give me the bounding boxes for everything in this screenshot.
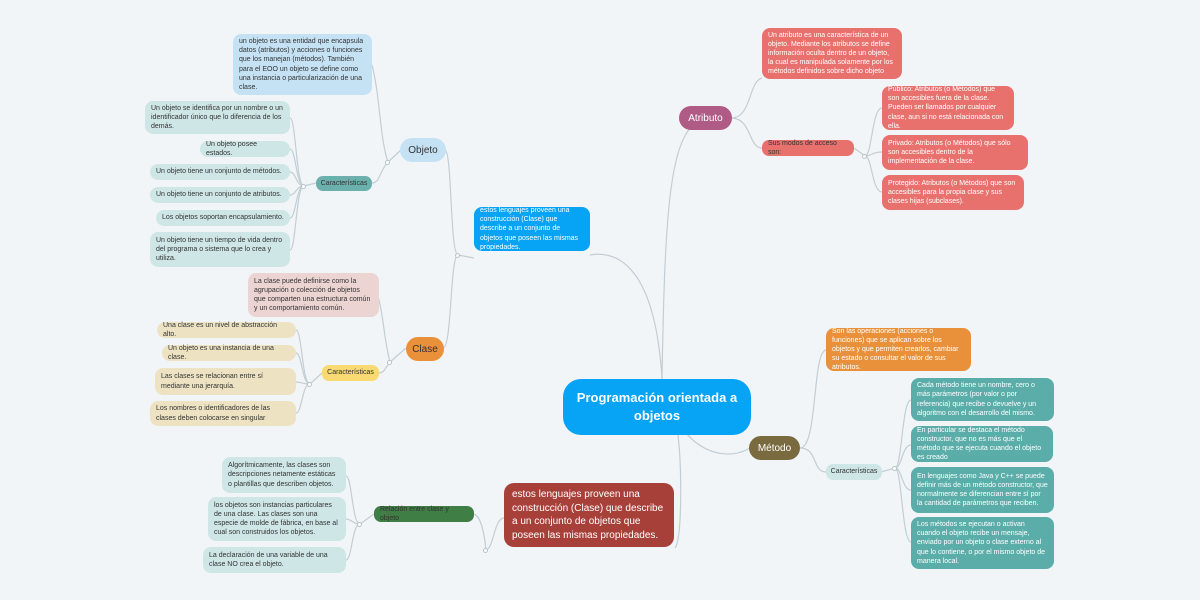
- relacion-item[interactable]: los objetos son instancias particulares …: [208, 497, 346, 541]
- atributo-modos-label[interactable]: Sus modos de acceso son:: [762, 140, 854, 156]
- topic-objeto[interactable]: Objeto: [400, 138, 446, 162]
- topic-metodo[interactable]: Método: [749, 436, 800, 460]
- clase-caract-item[interactable]: Una clase es un nivel de abstracción alt…: [157, 322, 296, 338]
- objeto-caract-item[interactable]: Los objetos soportan encapsulamiento.: [156, 210, 290, 226]
- metodo-caract-item[interactable]: Los métodos se ejecutan o activan cuando…: [911, 517, 1054, 569]
- relacion-item[interactable]: La declaración de una variable de una cl…: [203, 547, 346, 573]
- objeto-definition[interactable]: un objeto es una entidad que encapsula d…: [233, 34, 372, 95]
- clase-caract-item[interactable]: Las clases se relacionan entre sí median…: [155, 368, 296, 395]
- metodo-caract-item[interactable]: En lenguajes como Java y C++ se puede de…: [911, 467, 1054, 513]
- atributo-definition[interactable]: Un atributo es una característica de un …: [762, 28, 902, 79]
- objeto-caracteristicas-label[interactable]: Características: [316, 176, 372, 191]
- atributo-modo-publico[interactable]: Público: Atributos (o Métodos) que son a…: [882, 86, 1014, 130]
- connector-dot: [892, 466, 897, 471]
- atributo-modo-protegido[interactable]: Protegido: Atributos (o Métodos) que son…: [882, 175, 1024, 210]
- atributo-modo-privado[interactable]: Privado: Atributos (o Métodos) que sólo …: [882, 135, 1028, 170]
- metodo-definition[interactable]: Son las operaciones (acciones o funcione…: [826, 328, 971, 371]
- central-topic[interactable]: Programación orientada a objetos: [563, 379, 751, 435]
- metodo-caracteristicas-label[interactable]: Características: [826, 464, 882, 480]
- objeto-caract-item[interactable]: Un objeto tiene un conjunto de métodos.: [150, 164, 290, 180]
- connector-dot: [862, 154, 867, 159]
- connector-dot: [483, 548, 488, 553]
- connector-dot: [455, 253, 460, 258]
- connector-dot: [357, 522, 362, 527]
- objeto-caract-item[interactable]: Un objeto tiene un conjunto de atributos…: [150, 187, 290, 203]
- objeto-caract-item[interactable]: Un objeto tiene un tiempo de vida dentro…: [150, 232, 290, 267]
- objeto-caract-item[interactable]: Un objeto se identifica por un nombre o …: [145, 101, 290, 134]
- connector-dot: [387, 360, 392, 365]
- topic-atributo[interactable]: Atributo: [679, 106, 732, 130]
- lenguajes-blue-box[interactable]: estos lenguajes proveen una construcción…: [474, 207, 590, 251]
- connector-dot: [301, 184, 306, 189]
- clase-caracteristicas-label[interactable]: Características: [322, 365, 379, 381]
- connector-dot: [307, 382, 312, 387]
- connector-dot: [385, 160, 390, 165]
- metodo-caract-item[interactable]: Cada método tiene un nombre, cero o más …: [911, 378, 1054, 421]
- clase-caract-item[interactable]: Los nombres o identificadores de las cla…: [150, 401, 296, 426]
- relacion-item[interactable]: Algorítmicamente, las clases son descrip…: [222, 457, 346, 493]
- topic-clase[interactable]: Clase: [406, 337, 444, 361]
- clase-definition[interactable]: La clase puede definirse como la agrupac…: [248, 273, 379, 317]
- relacion-label[interactable]: Relación entre clase y objeto: [374, 506, 474, 522]
- objeto-caract-item[interactable]: Un objeto posee estados.: [200, 141, 290, 157]
- clase-caract-item[interactable]: Un objeto es una instancia de una clase.: [162, 345, 296, 361]
- metodo-caract-item[interactable]: En particular se destaca el método const…: [911, 426, 1053, 462]
- lenguajes-red-box[interactable]: estos lenguajes proveen una construcción…: [504, 483, 674, 547]
